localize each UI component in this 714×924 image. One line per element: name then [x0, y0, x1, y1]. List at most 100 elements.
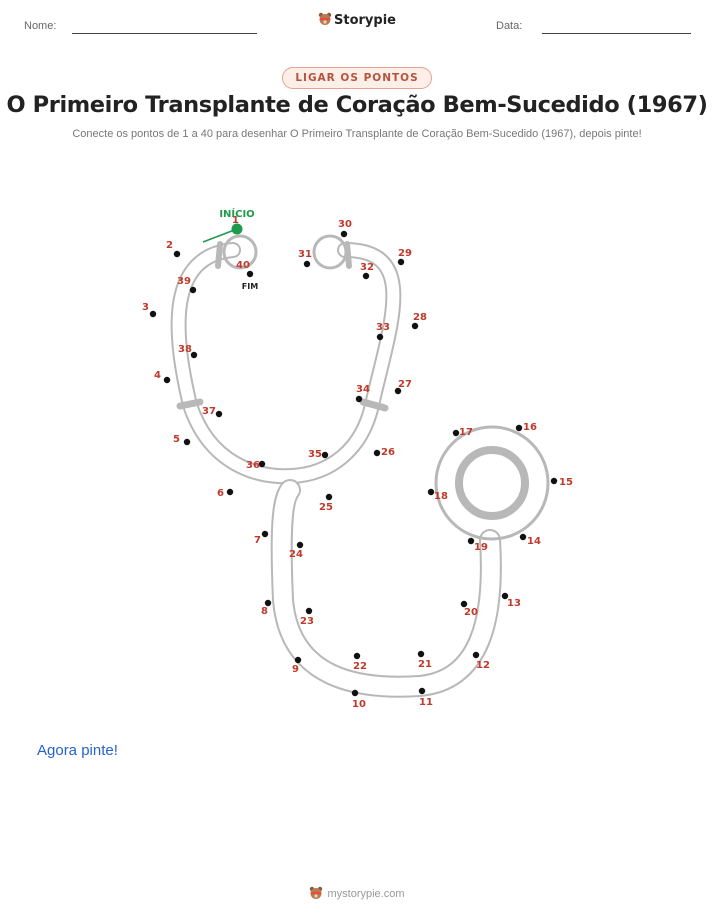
brand-name: Storypie: [334, 13, 396, 28]
dot-21[interactable]: [417, 650, 425, 658]
dot-number-32: 32: [360, 262, 374, 273]
instructions: Conecte os pontos de 1 a 40 para desenha…: [72, 128, 642, 140]
activity-badge: LIGAR OS PONTOS: [282, 67, 432, 89]
dot-25[interactable]: [325, 493, 333, 501]
bear-logo-icon: [318, 12, 332, 25]
dot-35[interactable]: [321, 451, 329, 459]
dot-17[interactable]: [452, 429, 460, 437]
date-line[interactable]: [542, 33, 691, 34]
dot-29[interactable]: [397, 258, 405, 266]
dot-number-33: 33: [376, 322, 390, 333]
dot-2[interactable]: [173, 250, 181, 258]
dot-18[interactable]: [427, 488, 435, 496]
date-label: Data:: [496, 20, 523, 32]
dot-number-6: 6: [217, 488, 224, 499]
dot-39[interactable]: [189, 286, 197, 294]
bear-footer-icon: [310, 886, 323, 899]
dot-number-34: 34: [356, 384, 370, 395]
dot-32[interactable]: [362, 272, 370, 280]
dot-number-1: 1: [232, 215, 239, 226]
dot-number-20: 20: [464, 607, 478, 618]
dot-19[interactable]: [467, 537, 475, 545]
dot-12[interactable]: [472, 651, 480, 659]
dot-number-35: 35: [308, 449, 322, 460]
footer: mystorypie.com: [0, 886, 714, 900]
dot-number-23: 23: [300, 616, 314, 627]
footer-url: mystorypie.com: [327, 888, 405, 900]
dot-10[interactable]: [351, 689, 359, 697]
dot-number-22: 22: [353, 661, 367, 672]
name-line[interactable]: [72, 33, 257, 34]
dot-9[interactable]: [294, 656, 302, 664]
dot-number-38: 38: [178, 344, 192, 355]
dot-number-28: 28: [413, 312, 427, 323]
dot-31[interactable]: [303, 260, 311, 268]
dot-11[interactable]: [418, 687, 426, 695]
dot-28[interactable]: [411, 322, 419, 330]
dot-number-16: 16: [523, 422, 537, 433]
dot-26[interactable]: [373, 449, 381, 457]
dot-number-25: 25: [319, 502, 333, 513]
dot-40[interactable]: [246, 270, 254, 278]
dot-8[interactable]: [264, 599, 272, 607]
dot-number-31: 31: [298, 249, 312, 260]
dot-38[interactable]: [190, 351, 198, 359]
dot-number-13: 13: [507, 598, 521, 609]
dot-number-14: 14: [527, 536, 541, 547]
dot-number-29: 29: [398, 248, 412, 259]
dot-number-40: 40: [236, 260, 250, 271]
dot-number-30: 30: [338, 219, 352, 230]
dot-number-8: 8: [261, 606, 268, 617]
dot-33[interactable]: [376, 333, 384, 341]
dot-number-21: 21: [418, 659, 432, 670]
page-title: O Primeiro Transplante de Coração Bem-Su…: [6, 92, 708, 118]
start-label: INÍCIO: [219, 207, 254, 220]
dot-number-18: 18: [434, 491, 448, 502]
brand-logo: Storypie: [0, 12, 714, 28]
dot-36[interactable]: [258, 460, 266, 468]
dot-number-4: 4: [154, 370, 161, 381]
dot-number-3: 3: [142, 302, 149, 313]
dot-number-27: 27: [398, 379, 412, 390]
dot-number-12: 12: [476, 660, 490, 671]
end-label: FIM: [242, 282, 258, 291]
dot-number-5: 5: [173, 434, 180, 445]
dot-number-36: 36: [246, 460, 260, 471]
name-label: Nome:: [24, 20, 57, 32]
dot-number-26: 26: [381, 447, 395, 458]
dot-number-9: 9: [292, 664, 299, 675]
dot-4[interactable]: [163, 376, 171, 384]
dot-number-7: 7: [254, 535, 261, 546]
dot-14[interactable]: [519, 533, 527, 541]
start-marker: [231, 223, 243, 235]
dot-number-17: 17: [459, 427, 473, 438]
start-connector: [202, 228, 238, 243]
dot-37[interactable]: [215, 410, 223, 418]
dot-5[interactable]: [183, 438, 191, 446]
dot-number-2: 2: [166, 240, 173, 251]
dot-number-11: 11: [419, 697, 433, 708]
dot-23[interactable]: [305, 607, 313, 615]
dot-24[interactable]: [296, 541, 304, 549]
dot-34[interactable]: [355, 395, 363, 403]
color-prompt: Agora pinte!: [37, 742, 118, 759]
dot-20[interactable]: [460, 600, 468, 608]
dot-number-37: 37: [202, 406, 216, 417]
dot-6[interactable]: [226, 488, 234, 496]
dot-number-19: 19: [474, 542, 488, 553]
dot-number-10: 10: [352, 699, 366, 710]
dot-15[interactable]: [550, 477, 558, 485]
dot-number-24: 24: [289, 549, 303, 560]
dot-number-39: 39: [177, 276, 191, 287]
dot-22[interactable]: [353, 652, 361, 660]
dot-13[interactable]: [501, 592, 509, 600]
dot-3[interactable]: [149, 310, 157, 318]
dot-27[interactable]: [394, 387, 402, 395]
stethoscope-outline: [170, 234, 550, 698]
dot-7[interactable]: [261, 530, 269, 538]
dot-16[interactable]: [515, 424, 523, 432]
dot-30[interactable]: [340, 230, 348, 238]
dot-number-15: 15: [559, 477, 573, 488]
